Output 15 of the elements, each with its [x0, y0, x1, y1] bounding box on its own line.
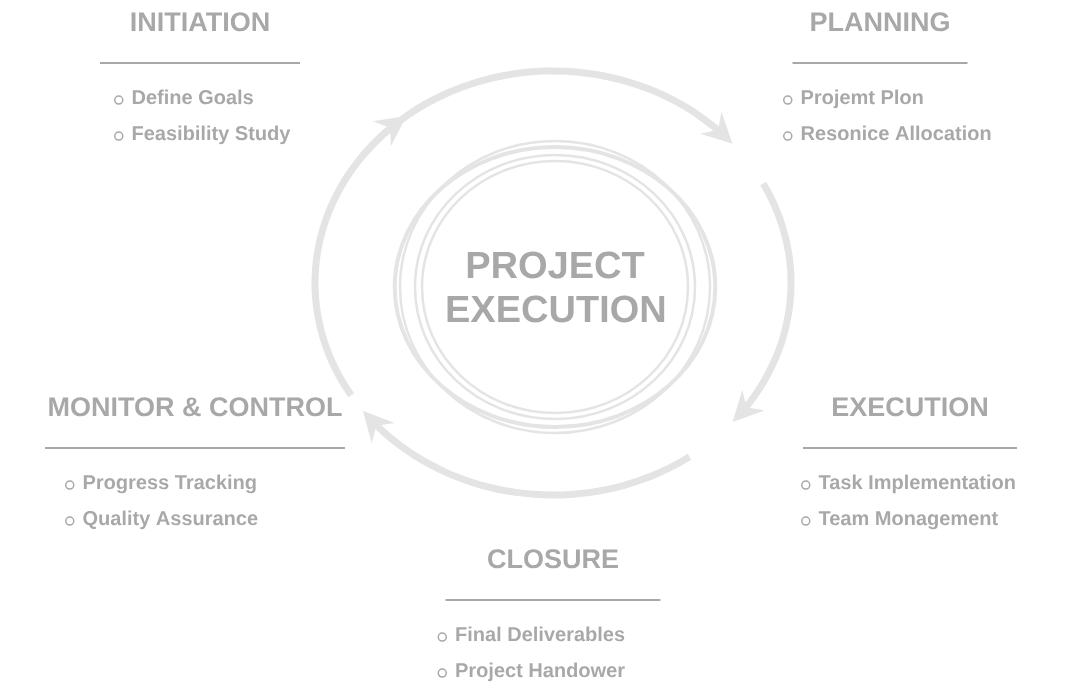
phase-heading: MONITOR & CONTROL: [49, 397, 342, 417]
phase-heading: INITIATION: [131, 12, 269, 32]
bullet-item: Resonice Allocation: [801, 125, 991, 141]
bullet-item: Projemt Plon: [801, 89, 923, 109]
bullet-item: Task Implementation: [818, 474, 1015, 494]
phase-heading: PLANNING: [811, 12, 949, 32]
phase-heading: CLOSURE: [488, 549, 618, 569]
bullet-item: Team Monagement: [818, 511, 998, 530]
bullet-item: Quality Assurance: [83, 510, 258, 530]
bullet-item: Project Handower: [456, 662, 625, 682]
phase-heading: EXECUTION: [833, 397, 987, 417]
bullet-item: Progress Tracking: [83, 474, 256, 494]
bullet-item: Define Goals: [132, 89, 253, 105]
bullet-item: Feasibility Study: [132, 125, 291, 145]
bullet-item: Final Deliverables: [456, 626, 625, 642]
